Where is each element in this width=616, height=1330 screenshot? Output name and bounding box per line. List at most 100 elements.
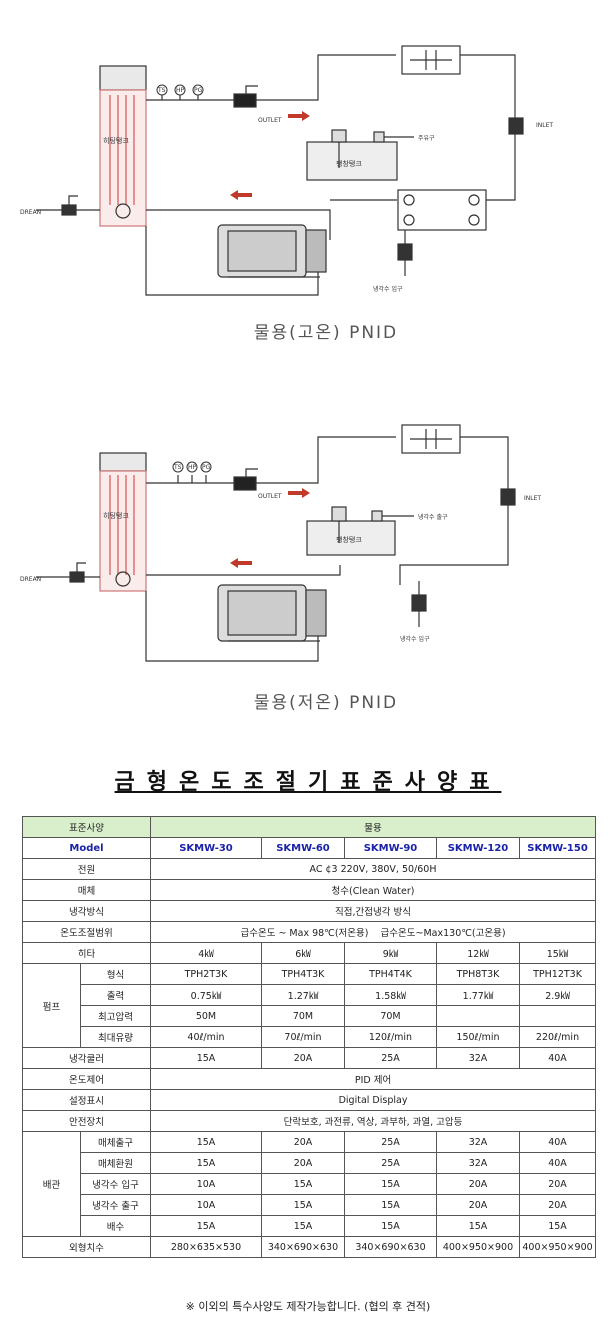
table-cell: 0.75㎾ bbox=[150, 984, 262, 1006]
table-row: 매체 청수(Clean Water) bbox=[22, 879, 597, 901]
row-value: 단락보호, 과전류, 역상, 과부하, 과열, 고압등 bbox=[149, 1110, 597, 1132]
table-row: 펌프 형식 TPH2T3K TPH4T3K TPH4T4K TPH8T3K TP… bbox=[22, 963, 597, 1048]
row-label: 매체출구 bbox=[80, 1131, 151, 1153]
heater-coil bbox=[109, 475, 135, 575]
row-label: 히타 bbox=[22, 942, 151, 964]
table-row: 배수 15A 15A 15A 15A 15A bbox=[23, 1215, 597, 1237]
table-cell: 20A bbox=[261, 1152, 345, 1174]
table-cell bbox=[518, 1005, 597, 1027]
table-cell: 20A bbox=[261, 1131, 345, 1153]
row-label: 매체환원 bbox=[80, 1152, 151, 1174]
table-cell: 25A bbox=[344, 1152, 437, 1174]
table-cell: TPH4T4K bbox=[344, 963, 437, 985]
table-cell: 32A bbox=[436, 1047, 520, 1069]
table-cell: 15A bbox=[150, 1131, 262, 1153]
table-cell: 15A bbox=[344, 1173, 437, 1195]
table-cell: 15A bbox=[518, 1215, 597, 1237]
table-cell: 1.58㎾ bbox=[344, 984, 437, 1006]
table-row: 설정표시 Digital Display bbox=[22, 1089, 597, 1111]
table-cell: 150ℓ/min bbox=[436, 1026, 520, 1048]
table-cell: 15A bbox=[261, 1215, 345, 1237]
table-row: 냉각방식 직접,간접냉각 방식 bbox=[22, 900, 597, 922]
table-cell: 32A bbox=[436, 1131, 520, 1153]
drain-label: DREAN bbox=[20, 209, 41, 216]
row-label: 냉각방식 bbox=[22, 900, 151, 922]
table-cell: 15A bbox=[344, 1215, 437, 1237]
table-cell: 15A bbox=[436, 1215, 520, 1237]
table-cell: 40A bbox=[518, 1047, 597, 1069]
table-cell: 12㎾ bbox=[436, 942, 520, 964]
expansion-tank-label: 팽창탱크 bbox=[336, 535, 362, 544]
return-arrow-icon bbox=[230, 558, 252, 568]
table-cell: 15㎾ bbox=[518, 942, 597, 964]
inlet-label: INLET bbox=[536, 122, 553, 129]
table-cell: 40A bbox=[518, 1131, 597, 1153]
table-row: 안전장치 단락보호, 과전류, 역상, 과부하, 과열, 고압등 bbox=[22, 1110, 597, 1132]
tank-label: 히팅탱크 bbox=[103, 136, 129, 145]
table-cell: 25A bbox=[344, 1131, 437, 1153]
model-cell: SKMW-30 bbox=[150, 837, 262, 859]
gauge-pg-label: PG bbox=[202, 464, 211, 471]
table-cell: 6㎾ bbox=[261, 942, 345, 964]
row-value: PID 제어 bbox=[149, 1068, 597, 1090]
table-row: 히타 4㎾ 6㎾ 9㎾ 12㎾ 15㎾ bbox=[22, 942, 597, 964]
table-cell: 20A bbox=[518, 1173, 597, 1195]
row-label: 출력 bbox=[80, 984, 151, 1006]
outlet-arrow-icon bbox=[288, 111, 310, 121]
return-arrow-icon bbox=[230, 190, 252, 200]
footnote: ※ 이외의 특수사양도 제작가능합니다. (협의 후 견적) bbox=[185, 1300, 431, 1313]
heater-coil bbox=[109, 95, 135, 205]
row-label: 냉각수 입구 bbox=[80, 1173, 151, 1195]
table-row: 외형치수 280×635×530 340×690×630 340×690×630… bbox=[22, 1236, 597, 1258]
cooling-in-label: 냉각수 입구 bbox=[373, 285, 403, 293]
gauge-hp-label: HP bbox=[188, 464, 197, 471]
model-label: Model bbox=[22, 837, 151, 859]
model-cell: SKMW-60 bbox=[261, 837, 345, 859]
table-cell: TPH4T3K bbox=[261, 963, 345, 985]
table-row: 배관 매체출구 15A 20A 25A 32A 40A bbox=[22, 1131, 597, 1237]
pg-gauge-icon bbox=[200, 461, 212, 473]
table-cell: 70ℓ/min bbox=[261, 1026, 345, 1048]
table-cell: 20A bbox=[261, 1047, 345, 1069]
table-row: 냉각쿨러 15A 20A 25A 32A 40A bbox=[22, 1047, 597, 1069]
spec-table: 표준사양 물용 Model SKMW-30 SKMW-60 SKMW-90 SK… bbox=[22, 816, 597, 1258]
table-cell: TPH12T3K bbox=[518, 963, 597, 985]
header-row: 표준사양 물용 bbox=[22, 816, 597, 838]
gauge-pg-label: PG bbox=[194, 87, 203, 94]
table-cell: 20A bbox=[436, 1173, 520, 1195]
table-cell: 70M bbox=[344, 1005, 437, 1027]
gauge-ts-label: TS bbox=[173, 464, 182, 471]
spec-table-title: 금형온도조절기표준사양표 bbox=[114, 769, 502, 795]
gauge-ts-label: TS bbox=[157, 87, 166, 94]
row-label: 설정표시 bbox=[22, 1089, 151, 1111]
pnid-diagram-high-temp: TS HP PG 히팅탱크 OUTLET INLET DREAN 팽창탱크 주유… bbox=[0, 0, 616, 375]
pnid-schematic: TS HP PG 히팅탱크 OUTLET INLET DREAN 팽창탱크 주유… bbox=[20, 45, 553, 296]
cooling-in-label: 냉각수 입구 bbox=[400, 635, 430, 643]
table-row: 냉각수 출구 10A 15A 15A 20A 20A bbox=[23, 1194, 597, 1216]
row-label: 냉각수 출구 bbox=[80, 1194, 151, 1216]
table-cell: 20A bbox=[518, 1194, 597, 1216]
row-label: 온도조절범위 bbox=[22, 921, 151, 943]
row-label: 최대유량 bbox=[80, 1026, 151, 1048]
table-cell: 9㎾ bbox=[344, 942, 437, 964]
row-value: 급수온도 ~ Max 98℃(저온용) 급수온도~Max130℃(고온용) bbox=[149, 921, 597, 943]
row-label: 안전장치 bbox=[22, 1110, 151, 1132]
pg-gauge-icon bbox=[192, 84, 204, 96]
row-label: 온도제어 bbox=[22, 1068, 151, 1090]
table-cell: 50M bbox=[150, 1005, 262, 1027]
table-row: 온도조절범위 급수온도 ~ Max 98℃(저온용) 급수온도~Max130℃(… bbox=[22, 921, 597, 943]
table-row: 최고압력 50M 70M 70M bbox=[23, 1005, 597, 1027]
row-value: 직접,간접냉각 방식 bbox=[149, 900, 597, 922]
table-cell: TPH8T3K bbox=[436, 963, 520, 985]
table-cell: 70M bbox=[261, 1005, 345, 1027]
row-label: 매체 bbox=[22, 879, 151, 901]
tank-label: 히팅탱크 bbox=[103, 511, 129, 520]
fill-port-label: 주유구 bbox=[418, 135, 435, 142]
outlet-label: OUTLET bbox=[258, 493, 282, 500]
table-cell: 220ℓ/min bbox=[518, 1026, 597, 1048]
gauge-hp-label: HP bbox=[176, 87, 185, 94]
table-row: 매체환원 15A 20A 25A 32A 40A bbox=[23, 1152, 597, 1174]
row-label: 배수 bbox=[80, 1215, 151, 1237]
table-cell: 1.27㎾ bbox=[261, 984, 345, 1006]
outlet-label: OUTLET bbox=[258, 117, 282, 124]
